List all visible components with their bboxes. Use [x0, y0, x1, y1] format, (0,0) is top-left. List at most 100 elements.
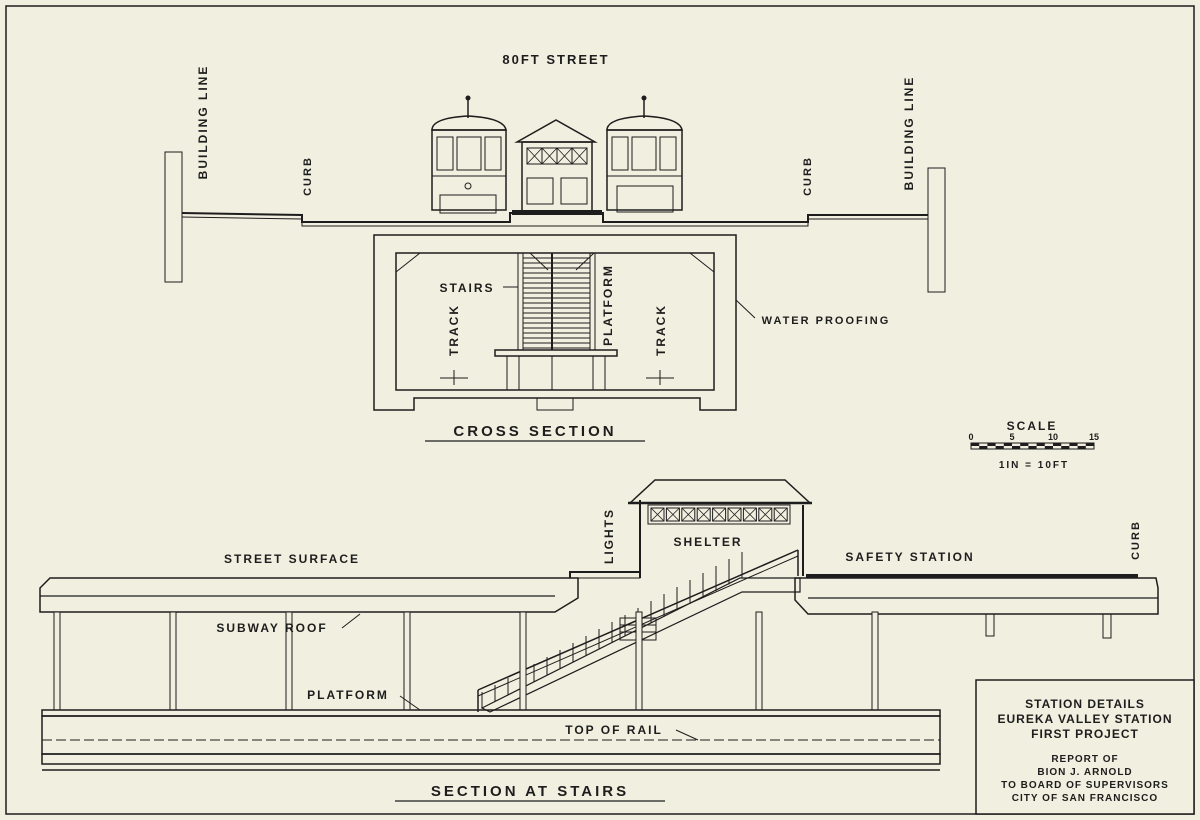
scale-cell [1069, 443, 1078, 446]
streetcar-left [431, 95, 507, 214]
cross-section-drawing [164, 95, 946, 442]
water-proofing-label: WATER PROOFING [762, 315, 891, 327]
column [169, 611, 177, 711]
platform-label-cross: PLATFORM [601, 264, 615, 346]
shelter-window-cross [727, 507, 742, 522]
shelter-window [665, 507, 680, 522]
shelter-window-cross [773, 507, 788, 522]
building-wall-left [164, 151, 183, 283]
curb-left-label: CURB [302, 156, 314, 196]
shelter-building [628, 479, 812, 525]
subway-roof-label: SUBWAY ROOF [216, 621, 327, 635]
pier [1102, 613, 1112, 639]
curb-label-section: CURB [1130, 520, 1142, 560]
shelter-window-cross [743, 507, 757, 522]
shelter-window-cross [712, 507, 726, 522]
lights-label: LIGHTS [602, 508, 616, 564]
curb-right-label: CURB [802, 156, 814, 196]
track-left-label: TRACK [447, 304, 461, 356]
scale-cell [1012, 446, 1021, 449]
title-block-line4: REPORT OF [1051, 754, 1118, 765]
title-block-line5: BION J. ARNOLD [1037, 767, 1132, 778]
track-centerline-right [646, 370, 674, 385]
scale-tick-15: 15 [1089, 432, 1099, 442]
scale-tick-5: 5 [1009, 432, 1014, 442]
top-of-rail-label: TOP OF RAIL [565, 723, 663, 737]
shelter-window-cross [666, 507, 680, 522]
subway-roof-leader [341, 613, 361, 629]
scale-cell [995, 446, 1004, 449]
water-proofing-leader [735, 299, 756, 319]
shelter-window-cross [650, 507, 665, 522]
track-right-label: TRACK [654, 304, 668, 356]
scale-tick-10: 10 [1048, 432, 1058, 442]
scale-cell [979, 446, 988, 449]
street-surface-line-lower [181, 216, 928, 227]
shelter-window [650, 507, 665, 522]
track-bed [41, 715, 941, 755]
roof-slab-right [794, 577, 1159, 615]
building-line-right-label: BUILDING LINE [902, 76, 916, 191]
roof-slab-left [39, 577, 579, 613]
title-block: STATION DETAILS EUREKA VALLEY STATION FI… [975, 679, 1195, 815]
title-block-line2: EUREKA VALLEY STATION [997, 712, 1172, 726]
streetcar-right [606, 95, 683, 213]
stairs-shaft [517, 252, 596, 351]
shelter-window-cross [696, 507, 711, 522]
shelter-label: SHELTER [673, 535, 742, 549]
safety-station-deck [806, 574, 1138, 578]
scale-cell [1077, 446, 1086, 449]
shelter-window [773, 507, 788, 522]
street-width-label: 80FT STREET [502, 52, 609, 67]
scale-cell [987, 443, 996, 446]
shelter-window [727, 507, 742, 522]
scale-title: SCALE [1007, 419, 1058, 433]
column [871, 611, 879, 711]
scale-cell [1044, 446, 1053, 449]
scale-cell [971, 443, 980, 446]
building-wall-right [927, 167, 946, 293]
shelter-window [681, 507, 696, 522]
shelter-window-cross [681, 507, 696, 522]
column [403, 611, 411, 711]
shelter-window [696, 507, 711, 522]
subway-box [373, 234, 737, 411]
section-at-stairs-title: SECTION AT STAIRS [431, 783, 629, 800]
platform-label-section: PLATFORM [307, 688, 389, 702]
title-block-line7: CITY OF SAN FRANCISCO [1012, 793, 1158, 804]
scale-tick-0: 0 [968, 432, 973, 442]
scale-cell [1028, 446, 1037, 449]
street-surface-label: STREET SURFACE [224, 552, 360, 566]
column [519, 611, 527, 711]
platform-leader [399, 695, 421, 711]
island-platform [494, 349, 618, 391]
scale-ratio: 1IN = 10FT [999, 460, 1069, 471]
sheet-border [5, 5, 1195, 815]
building-line-left-label: BUILDING LINE [196, 65, 210, 180]
scale-cell [1061, 446, 1070, 449]
scale-cell [1020, 443, 1029, 446]
scale-cell [1085, 443, 1094, 446]
safety-station-label: SAFETY STATION [845, 550, 974, 564]
scale-cell [1053, 443, 1062, 446]
scale-cell [1036, 443, 1045, 446]
stairs-section-drawing [39, 479, 1159, 802]
shelter-window [758, 507, 773, 522]
title-block-line6: TO BOARD OF SUPERVISORS [1001, 780, 1169, 791]
column [53, 611, 61, 711]
shelter-window-cross [758, 507, 773, 522]
scale-bar [970, 442, 1095, 450]
shelter-window [742, 507, 757, 522]
column [755, 611, 763, 711]
scale-cell [1003, 443, 1012, 446]
pier [985, 613, 995, 637]
title-block-line1: STATION DETAILS [1025, 697, 1145, 711]
shelter-kiosk [512, 119, 602, 215]
stairs-label: STAIRS [439, 281, 494, 295]
column [635, 611, 643, 711]
top-of-rail-leader [675, 729, 699, 741]
shelter-window [712, 507, 727, 522]
stair-stringer [477, 549, 801, 713]
track-centerline-left [440, 370, 468, 385]
